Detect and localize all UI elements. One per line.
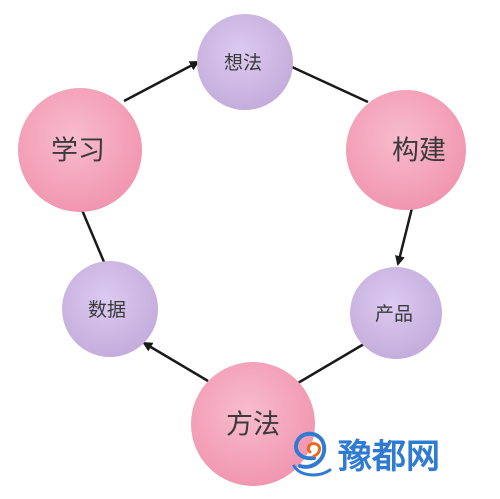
node-xuexi-circle <box>18 88 142 212</box>
node-goujian: 构建 <box>346 90 466 210</box>
node-goujian-label: 构建 <box>392 136 446 167</box>
node-chanpin: 产品 <box>350 267 442 359</box>
node-fangfa-label: 方法 <box>226 410 280 441</box>
node-chanpin-circle <box>350 267 442 359</box>
node-shuju-label: 数据 <box>88 299 126 321</box>
watermark-swirl-icon <box>292 431 332 477</box>
node-shuju: 数据 <box>62 261 158 357</box>
edge-chanpin-to-fangfa <box>297 342 365 385</box>
edge-xiangfa-to-goujian <box>291 65 369 104</box>
edges <box>80 60 414 385</box>
edge-xuexi-to-xiangfa <box>123 60 200 103</box>
node-xiangfa-label: 想法 <box>224 52 262 74</box>
node-xiangfa: 想法 <box>197 14 293 110</box>
edge-fangfa-to-shuju <box>142 341 209 383</box>
edge-goujian-to-chanpin <box>395 207 414 266</box>
node-fangfa: 方法 <box>191 362 315 486</box>
watermark: 豫都网 <box>292 431 440 477</box>
node-xuexi-label: 学习 <box>51 136 105 167</box>
edge-shuju-to-xuexi <box>80 209 106 263</box>
node-xiangfa-circle <box>197 14 293 110</box>
node-xuexi: 学习 <box>18 88 142 212</box>
watermark-text: 豫都网 <box>338 437 440 477</box>
node-chanpin-label: 产品 <box>375 303 413 325</box>
node-fangfa-circle <box>191 362 315 486</box>
node-goujian-circle <box>346 90 466 210</box>
node-shuju-circle <box>62 261 158 357</box>
